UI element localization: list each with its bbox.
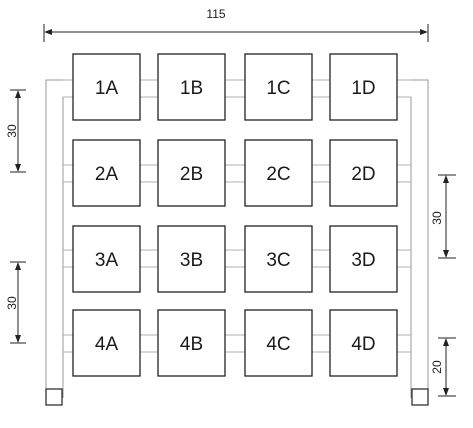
grid-cell-box — [244, 139, 313, 207]
dimension-right-middle — [438, 174, 456, 259]
grid-cell-label: 4C — [266, 334, 290, 355]
dimension-right-lower-label: 20 — [430, 360, 444, 374]
dimension-right-middle-label: 30 — [430, 211, 444, 225]
grid-cell-2b: 2B — [157, 139, 226, 207]
grid-cell-label: 4A — [95, 334, 119, 355]
grid-cell-box — [244, 53, 313, 121]
grid-cell-label: 2B — [180, 164, 203, 185]
grid-cell-1b: 1B — [157, 53, 226, 121]
grid-cells: 1A 1B 1C 1D 2A 2B 2C 2D 3A 3B 3C 3D 4A 4B 4C 4D — [72, 53, 398, 377]
grid-cell-label: 2C — [266, 164, 290, 185]
grid-cell-label: 1B — [180, 78, 203, 99]
grid-cell-label: 1D — [351, 78, 375, 99]
grid-cell-label: 3B — [180, 250, 203, 271]
grid-cell-3b: 3B — [157, 225, 226, 293]
grid-cell-box — [157, 225, 226, 293]
grid-cell-box — [157, 53, 226, 121]
dimension-top-label: 115 — [206, 7, 225, 21]
grid-cell-2c: 2C — [244, 139, 313, 207]
grid-cell-label: 3D — [351, 250, 375, 271]
grid-cell-box — [329, 53, 398, 121]
grid-cell-4d: 4D — [329, 309, 398, 377]
grid-cell-box — [72, 309, 141, 377]
dimension-top — [43, 24, 429, 42]
grid-cell-box — [244, 225, 313, 293]
grid-cell-box — [244, 309, 313, 377]
grid-cell-label: 2A — [95, 164, 119, 185]
grid-cell-2d: 2D — [329, 139, 398, 207]
grid-cell-box — [72, 139, 141, 207]
grid-cell-label: 4D — [351, 334, 375, 355]
grid-cell-4b: 4B — [157, 309, 226, 377]
dimension-left-upper-label: 30 — [5, 124, 19, 138]
grid-cell-label: 2D — [351, 164, 375, 185]
grid-cell-label: 3A — [95, 250, 119, 271]
grid-cell-box — [157, 309, 226, 377]
grid-cell-box — [329, 139, 398, 207]
grid-cell-3d: 3D — [329, 225, 398, 293]
grid-cell-2a: 2A — [72, 139, 141, 207]
grid-cell-box — [72, 225, 141, 293]
grid-cell-4c: 4C — [244, 309, 313, 377]
grid-cell-box — [157, 139, 226, 207]
corner-foot-left — [45, 388, 63, 406]
grid-cell-3a: 3A — [72, 225, 141, 293]
grid-cell-label: 3C — [266, 250, 290, 271]
dimension-left-lower — [10, 261, 26, 344]
grid-cell-box — [329, 309, 398, 377]
grid-cell-label: 1C — [266, 78, 290, 99]
grid-cell-4a: 4A — [72, 309, 141, 377]
grid-cell-1c: 1C — [244, 53, 313, 121]
grid-cell-3c: 3C — [244, 225, 313, 293]
dimension-left-upper — [10, 89, 26, 173]
grid-cell-box — [329, 225, 398, 293]
grid-cell-label: 4B — [180, 334, 203, 355]
grid-cell-box — [72, 53, 141, 121]
corner-foot-right — [411, 388, 429, 406]
dimension-left-lower-label: 30 — [5, 296, 19, 310]
dimension-right-lower — [438, 337, 456, 397]
grid-cell-1a: 1A — [72, 53, 141, 121]
grid-cell-1d: 1D — [329, 53, 398, 121]
grid-cell-label: 1A — [95, 78, 119, 99]
